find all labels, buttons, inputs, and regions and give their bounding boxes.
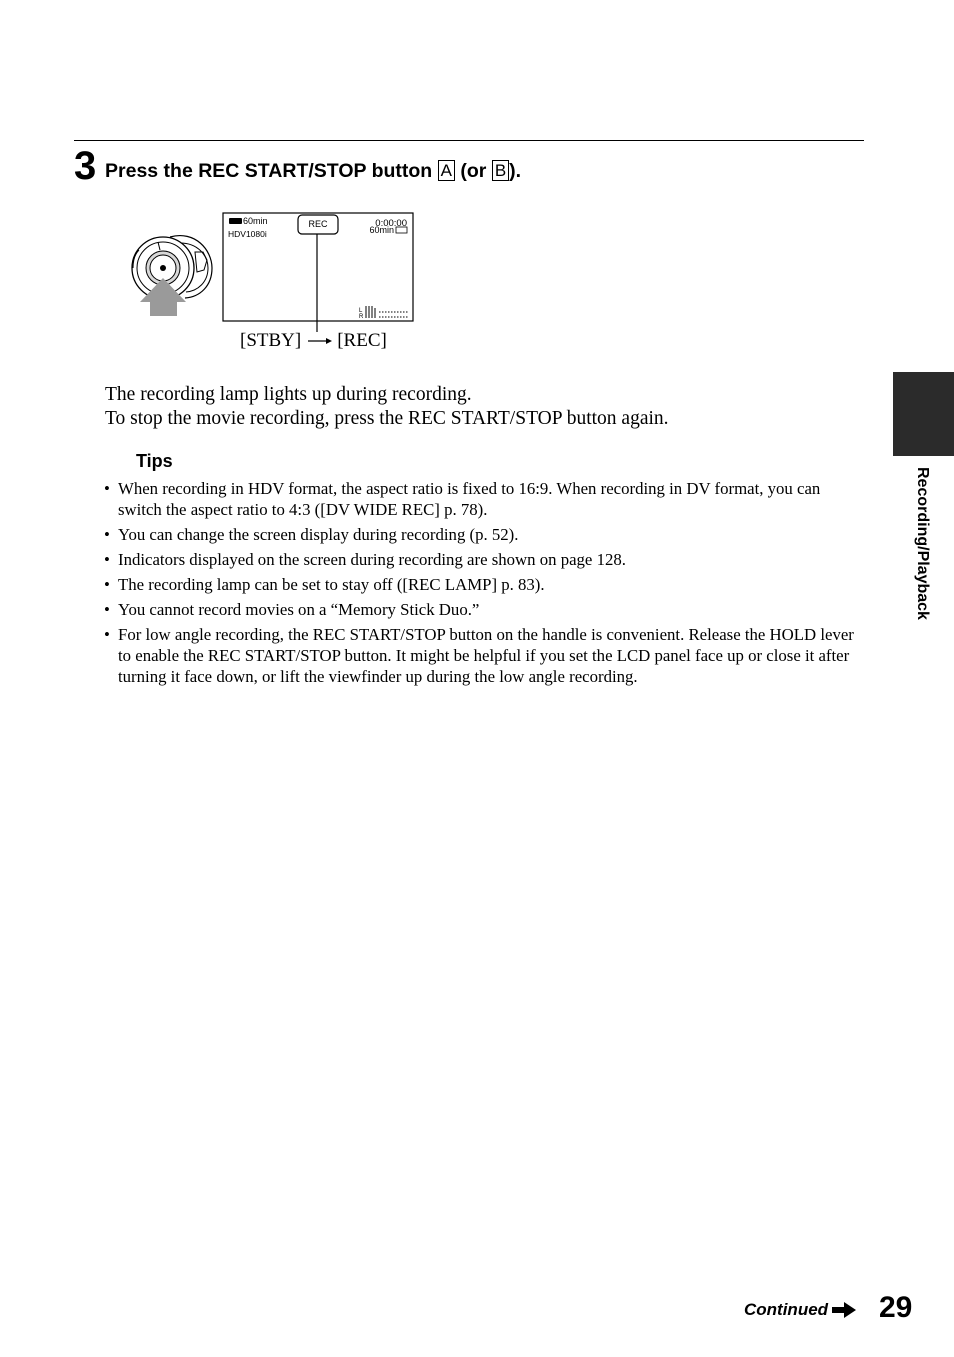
tip-text: The recording lamp can be set to stay of… (118, 575, 545, 594)
bullet-icon: • (104, 525, 110, 544)
tape-remaining-text: 60min (243, 216, 268, 226)
battery-icon (395, 226, 408, 234)
step-title-middle: (or (454, 160, 492, 182)
bullet-icon: • (104, 600, 110, 619)
tips-heading-text: Tips (136, 450, 173, 471)
press-arrow-icon (140, 278, 186, 316)
stby-to-rec-label: [STBY] [REC] (240, 329, 387, 353)
tips-list: • When recording in HDV format, the aspec… (104, 478, 864, 691)
description-line-1: The recording lamp lights up during reco… (105, 384, 472, 405)
bullet-icon: • (104, 575, 110, 594)
description-line-2: To stop the movie recording, press the R… (105, 408, 669, 429)
list-item: • You cannot record movies on a “Memory S… (104, 599, 864, 620)
remaining-text: 60min (369, 225, 394, 235)
tip-text: For low angle recording, the REC START/S… (118, 625, 854, 686)
list-item: • The recording lamp can be set to stay o… (104, 574, 864, 595)
tips-heading: Tips (104, 449, 173, 473)
list-item: • For low angle recording, the REC START/… (104, 624, 864, 687)
audio-r-text: R (359, 314, 364, 320)
section-rule (74, 140, 864, 141)
step-title-prefix: Press the REC START/STOP button (105, 160, 438, 182)
step-description: The recording lamp lights up during reco… (105, 383, 669, 431)
continued-arrow-icon (832, 1302, 857, 1318)
chapter-tab (893, 372, 954, 456)
audio-level-meter-icon (365, 306, 408, 318)
step-title: Press the REC START/STOP button A (or B)… (105, 158, 521, 184)
continued-indicator: Continued (744, 1296, 857, 1324)
list-item: • You can change the screen display durin… (104, 524, 864, 545)
step-number: 3 (74, 144, 97, 188)
rec-button-dial-icon (131, 235, 213, 300)
tape-icon (229, 218, 242, 224)
bullet-icon: • (104, 479, 110, 498)
rec-text: [REC] (337, 330, 387, 351)
label-a-box: A (437, 160, 455, 181)
tip-text: You can change the screen display during… (118, 525, 519, 544)
right-arrow-icon (308, 338, 332, 344)
tip-text: When recording in HDV format, the aspect… (118, 479, 821, 519)
page-number: 29 (879, 1291, 913, 1324)
stby-text: [STBY] (240, 330, 302, 351)
tip-text: You cannot record movies on a “Memory St… (118, 600, 480, 619)
rec-badge-frame (297, 214, 339, 235)
bullet-icon: • (104, 625, 110, 644)
rec-badge-text: REC (308, 219, 328, 229)
tip-text: Indicators displayed on the screen durin… (118, 550, 626, 569)
timecode-text: 0:00:00 (375, 218, 407, 229)
chapter-tab-label: Recording/Playback (914, 467, 931, 620)
continued-text: Continued (744, 1300, 829, 1319)
label-b-box: B (491, 160, 510, 181)
list-item: • When recording in HDV format, the aspec… (104, 478, 864, 520)
list-item: • Indicators displayed on the screen duri… (104, 549, 864, 570)
step-title-suffix: ). (509, 160, 522, 182)
format-text: HDV1080i (228, 229, 267, 239)
rec-button-illustration: 60min HDV1080i REC 0:00:00 60min L R (131, 212, 414, 344)
bullet-icon: • (104, 550, 110, 569)
audio-l-text: L (359, 308, 363, 314)
